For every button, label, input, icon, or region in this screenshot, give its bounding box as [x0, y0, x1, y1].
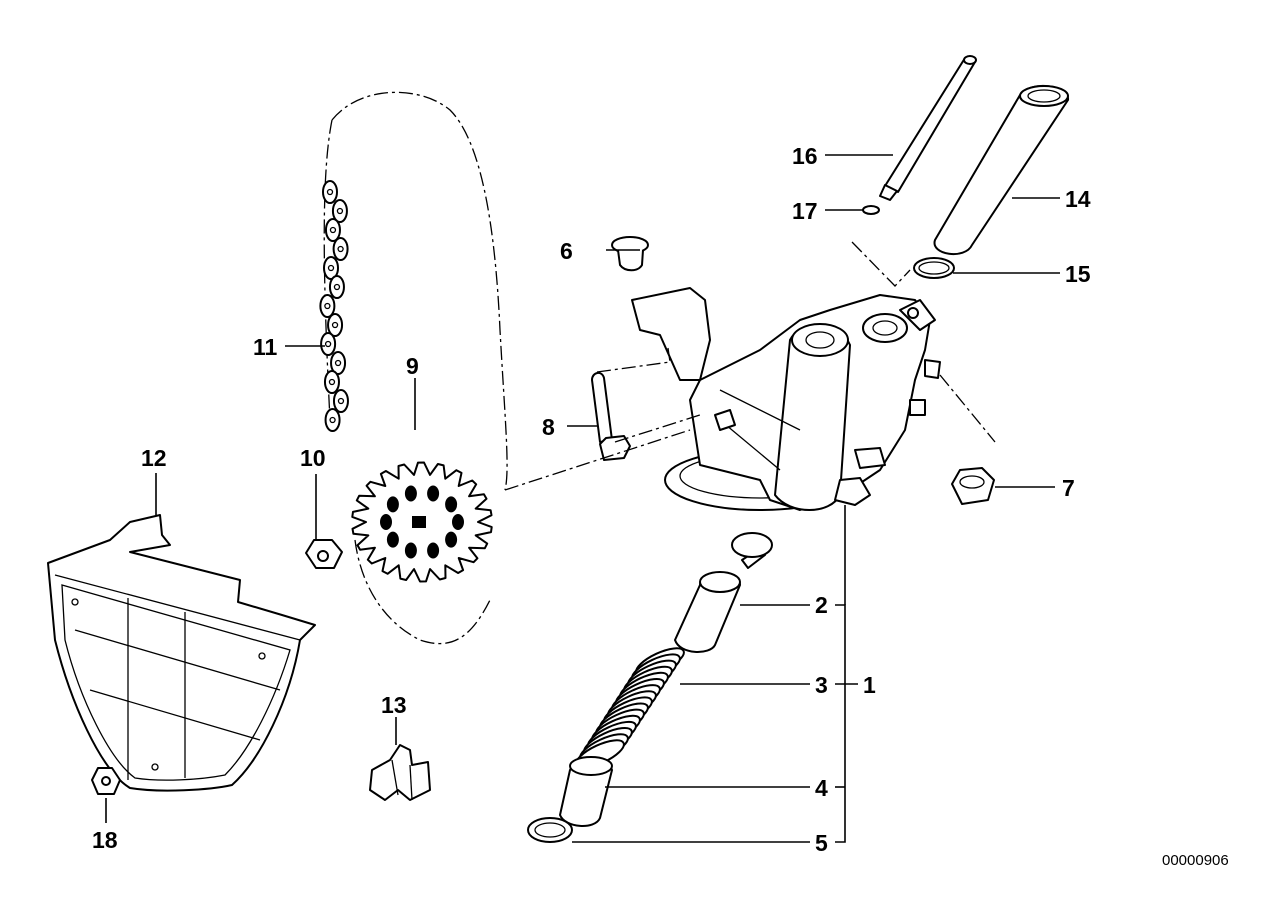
- chain-pin: [329, 226, 337, 234]
- spring-3: [575, 647, 685, 769]
- chain-link: [332, 237, 349, 261]
- chain-pin: [324, 340, 332, 348]
- chain-link: [324, 218, 341, 242]
- chain-pin: [324, 302, 331, 310]
- chain-pin: [337, 397, 345, 405]
- seal-15: [913, 257, 955, 279]
- sprocket-hole: [386, 531, 399, 548]
- callout-12: 12: [141, 445, 167, 471]
- chain-link: [328, 275, 345, 299]
- sprocket-hole: [452, 514, 464, 530]
- chain-pin: [336, 207, 344, 215]
- callout-2: 2: [815, 592, 828, 618]
- sprocket-hole: [427, 485, 440, 502]
- chain-pin: [331, 321, 339, 329]
- callout-17: 17: [792, 198, 818, 224]
- sprocket-hole: [445, 531, 458, 548]
- sprocket-hole: [427, 542, 440, 559]
- chain-pin: [329, 416, 336, 424]
- callout-5: 5: [815, 830, 828, 856]
- circlip-5: [527, 817, 573, 843]
- oil-pump-housing: [631, 287, 941, 511]
- callout-11: 11: [253, 334, 278, 360]
- sprocket-hole: [386, 496, 399, 513]
- nut-18: [91, 767, 121, 795]
- tube-14: [933, 84, 1069, 256]
- sprocket: [351, 461, 493, 583]
- clip-13: [369, 744, 431, 801]
- callout-13: 13: [381, 692, 407, 718]
- callout-labels: 1 2 3 4 5 6 7 8 9 10 11 12 13 14 15 16 1…: [92, 143, 1229, 869]
- chain-pin: [327, 264, 335, 272]
- callout-4: 4: [815, 775, 828, 801]
- callout-18: 18: [92, 827, 118, 853]
- chain-link: [330, 351, 347, 375]
- chain-link: [319, 294, 336, 318]
- chain-pin: [337, 245, 344, 253]
- callout-1: 1: [863, 672, 876, 698]
- callout-6: 6: [560, 238, 573, 264]
- callout-8: 8: [542, 414, 555, 440]
- chain-cover: [47, 514, 316, 792]
- nut-10: [305, 539, 343, 569]
- chain-link: [320, 332, 337, 356]
- assembly-lines: [504, 241, 996, 491]
- chain-link: [323, 370, 340, 394]
- chain-link: [331, 199, 348, 223]
- nut-7: [951, 467, 995, 505]
- sprocket-hole: [404, 485, 417, 502]
- reference-code: 00000906: [1162, 852, 1229, 869]
- o-ring-17: [862, 205, 880, 215]
- chain-pin: [333, 283, 341, 291]
- leader-lines: [105, 154, 1060, 843]
- chain-link: [324, 408, 341, 432]
- callout-16: 16: [792, 143, 818, 169]
- bolt-8: [591, 372, 631, 461]
- callout-3: 3: [815, 672, 828, 698]
- sleeve-4: [559, 756, 613, 827]
- callout-7: 7: [1062, 475, 1075, 501]
- chain-link: [327, 313, 344, 337]
- callout-14: 14: [1065, 186, 1091, 212]
- pipe-16: [879, 55, 977, 201]
- chain-pin: [328, 378, 336, 386]
- sprocket-hole: [445, 496, 458, 513]
- sprocket-hole: [380, 514, 392, 530]
- chain-link: [322, 180, 338, 204]
- chain-pin: [326, 188, 334, 196]
- callout-9: 9: [406, 353, 419, 379]
- chain-pin: [334, 359, 342, 367]
- piston-2: [674, 532, 773, 653]
- sprocket-hole: [404, 542, 417, 559]
- callout-10: 10: [300, 445, 326, 471]
- plug-6: [611, 236, 649, 272]
- chain-link: [332, 389, 349, 413]
- timing-chain: [319, 91, 508, 645]
- callout-15: 15: [1065, 261, 1091, 287]
